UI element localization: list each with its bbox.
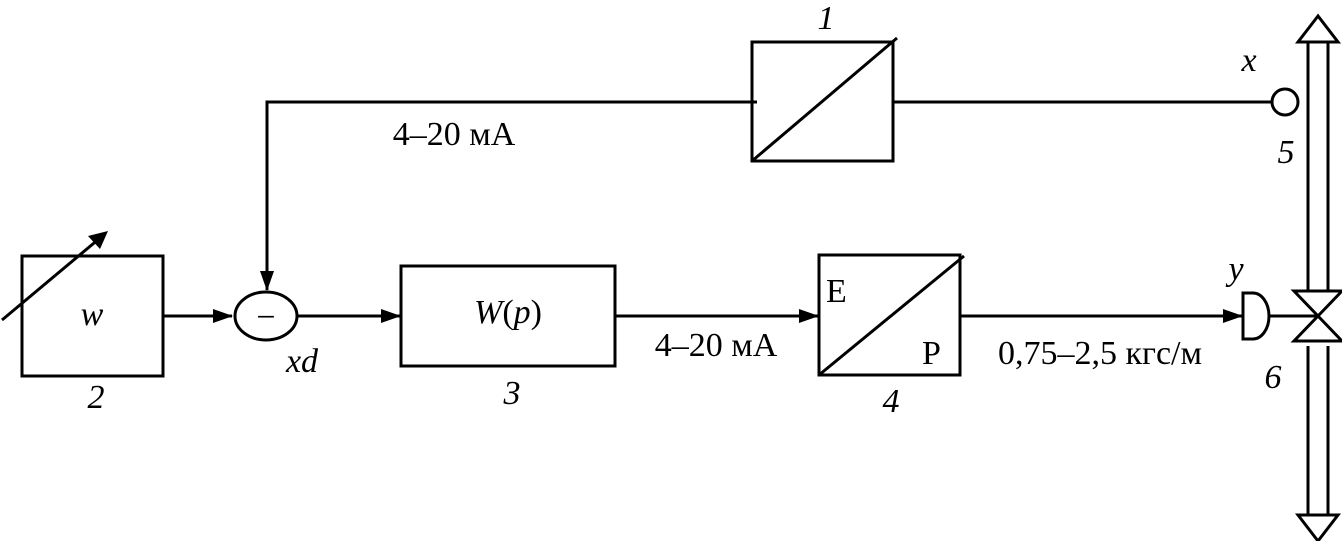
sensing-element-number: 5 bbox=[1278, 134, 1295, 171]
setpoint-label: w bbox=[81, 296, 104, 333]
valve-body-icon bbox=[1290, 289, 1342, 343]
converter-input-label: E bbox=[826, 273, 847, 310]
adjust-arrow-icon bbox=[1, 236, 101, 322]
sensor-number: 1 bbox=[818, 0, 835, 37]
comparator-minus: − bbox=[256, 299, 275, 336]
flow-up-arrow-icon bbox=[1294, 13, 1342, 44]
setpoint-number: 2 bbox=[88, 379, 105, 416]
transfer-function-label: W(p) bbox=[474, 294, 542, 331]
flow-down-arrow-icon bbox=[1294, 513, 1342, 541]
controller-number: 3 bbox=[503, 375, 521, 412]
comparator: − bbox=[233, 290, 299, 342]
valve-number: 6 bbox=[1265, 359, 1282, 396]
control-action-label: y bbox=[1225, 251, 1244, 288]
measured-variable-label: x bbox=[1240, 42, 1256, 79]
setpoint-block: w bbox=[1, 231, 165, 378]
pipeline bbox=[1294, 13, 1342, 541]
control-valve bbox=[1241, 289, 1342, 343]
converter-number: 4 bbox=[883, 383, 900, 420]
valve-actuator bbox=[1241, 291, 1271, 341]
sensor-block bbox=[750, 36, 898, 163]
ep-converter-block: E P bbox=[817, 253, 965, 377]
sensing-element bbox=[1270, 87, 1300, 117]
pneumatic-pressure-label: 0,75–2,5 кгс/м bbox=[998, 335, 1202, 372]
controller-current-label: 4–20 мА bbox=[655, 327, 778, 364]
feedback-current-label: 4–20 мА bbox=[393, 116, 516, 153]
converter-output-label: P bbox=[922, 335, 941, 372]
controller-block: W(p) bbox=[399, 264, 617, 368]
feedback-signal-line bbox=[260, 100, 757, 291]
error-label: xd bbox=[285, 343, 319, 380]
